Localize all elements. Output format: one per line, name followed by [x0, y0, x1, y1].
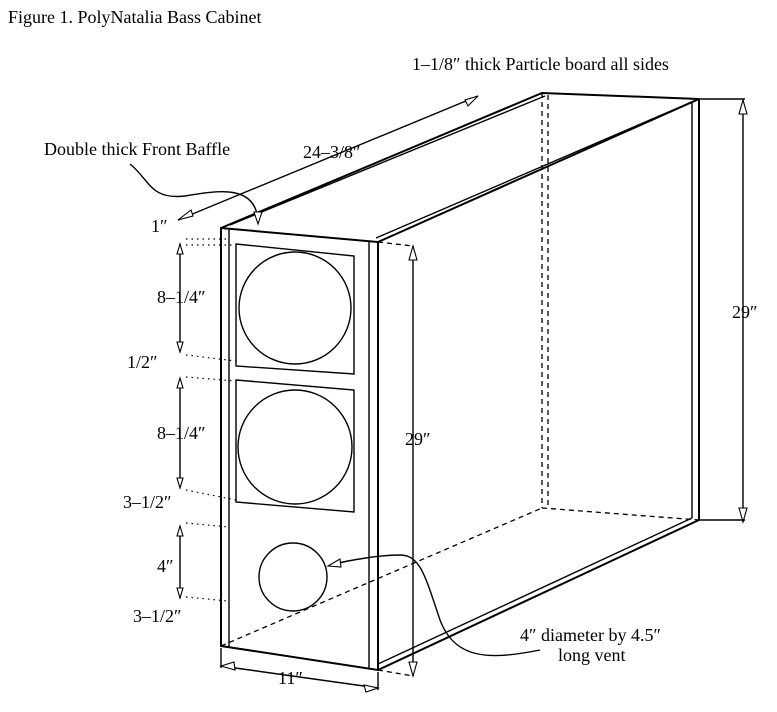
vent-note-line2: long vent — [558, 645, 626, 665]
hidden-bottom-left-edge — [220, 507, 543, 647]
reference-lines — [185, 238, 237, 602]
vent-diameter-label: 4″ — [157, 556, 174, 576]
rear-height-dimension — [699, 97, 748, 525]
baffle-label: Double thick Front Baffle — [44, 139, 230, 159]
material-label: 1–1/8″ thick Particle board all sides — [412, 54, 669, 74]
woofer2-height-label: 8–1/4″ — [157, 423, 206, 443]
vent-note-line1: 4″ diameter by 4.5″ — [520, 625, 661, 645]
width-dimension — [219, 648, 381, 693]
figure-title: Figure 1. PolyNatalia Bass Cabinet — [8, 7, 261, 27]
vent-port — [258, 542, 328, 612]
top-edge-inner-2 — [375, 100, 695, 239]
front-height-dimension — [377, 241, 418, 679]
rear-height-label: 29″ — [732, 302, 758, 322]
left-vertical-dimensions — [176, 242, 184, 600]
front-height-label: 29″ — [405, 429, 431, 449]
width-label: 11″ — [278, 668, 303, 688]
woofer-1-cone — [238, 251, 352, 365]
baffle-leader-arrow — [253, 211, 263, 226]
woofer-1-frame — [235, 243, 355, 375]
cabinet-body — [220, 91, 700, 672]
depth-label: 24–3/8″ — [303, 142, 361, 162]
gap-label: 1/2″ — [127, 352, 158, 372]
vent-leader — [329, 554, 541, 657]
woofer-2 — [235, 379, 355, 513]
woofer-2-cone — [237, 389, 353, 505]
depth-dimension — [177, 95, 479, 221]
vent-leader-arrow — [326, 558, 342, 568]
top-margin-label: 1″ — [151, 216, 168, 236]
bottom-right-edge — [377, 519, 700, 671]
woofer-2-frame — [235, 379, 355, 513]
vent-bottom-gap-label: 3–1/2″ — [133, 606, 182, 626]
woofer-1 — [235, 243, 355, 375]
top-edge-inner-1 — [229, 95, 546, 226]
top-face — [220, 91, 700, 243]
hidden-bottom-rear-edge — [541, 507, 700, 521]
vent-top-gap-label: 3–1/2″ — [123, 492, 172, 512]
baffle-leader — [129, 163, 259, 221]
bottom-right-inner-edge — [377, 517, 693, 665]
woofer1-height-label: 8–1/4″ — [157, 287, 206, 307]
